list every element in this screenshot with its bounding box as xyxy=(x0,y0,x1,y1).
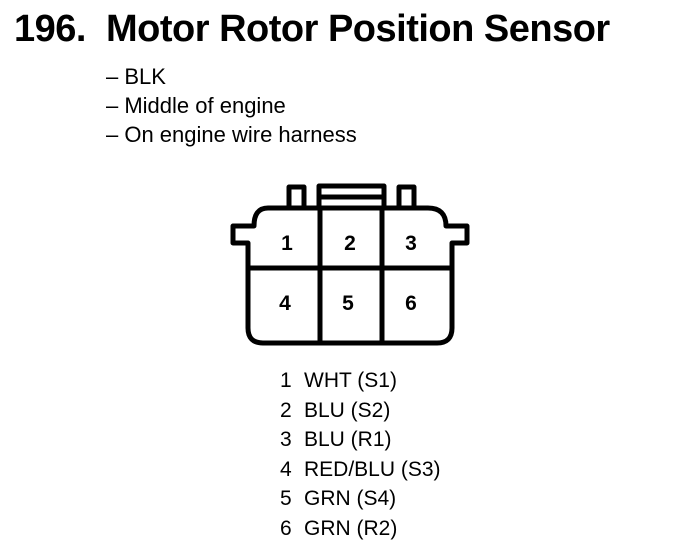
pin-number: 4 xyxy=(280,457,292,481)
pinout-row: 3 BLU (R1) xyxy=(280,425,441,455)
title-text: Motor Rotor Position Sensor xyxy=(106,8,610,50)
terminal-4: 4 xyxy=(279,292,291,315)
pin-number: 5 xyxy=(280,487,292,510)
pinout-row: 2 BLU (S2) xyxy=(280,396,441,426)
note-location: – Middle of engine xyxy=(106,93,286,118)
pin-wire: GRN (S4) xyxy=(304,487,397,510)
note-harness: – On engine wire harness xyxy=(106,122,357,147)
terminal-2: 2 xyxy=(344,232,356,255)
pinout-row: 6 GRN (R2) xyxy=(280,514,441,544)
connector-notes: – BLK – Middle of engine – On engine wir… xyxy=(106,62,357,149)
connector-key-right xyxy=(396,184,417,208)
pin-number: 3 xyxy=(280,428,292,451)
title-number: 196. xyxy=(14,8,86,50)
pinout-row: 5 GRN (S4) xyxy=(280,484,441,514)
pin-number: 6 xyxy=(280,516,292,540)
page-title: 196. Motor Rotor Position Sensor xyxy=(14,8,610,51)
connector-housing-outline xyxy=(230,205,470,346)
pin-wire: BLU (R1) xyxy=(304,428,392,451)
terminal-1: 1 xyxy=(281,232,293,255)
pin-number: 1 xyxy=(280,369,292,392)
terminal-5: 5 xyxy=(342,292,354,315)
pinout-row: 1 WHT (S1) xyxy=(280,366,441,396)
pin-wire: WHT (S1) xyxy=(304,369,397,392)
terminal-3: 3 xyxy=(405,232,417,255)
note-color: – BLK xyxy=(106,64,166,89)
terminal-6: 6 xyxy=(405,292,417,315)
pin-number: 2 xyxy=(280,398,292,422)
pin-wire: BLU (S2) xyxy=(304,398,391,422)
pin-wire: RED/BLU (S3) xyxy=(304,457,441,481)
pinout-row: 4 RED/BLU (S3) xyxy=(280,455,441,485)
pin-wire: GRN (R2) xyxy=(304,516,398,540)
pinout-list: 1 WHT (S1) 2 BLU (S2) 3 BLU (R1) 4 RED/BLU (… xyxy=(280,366,441,543)
connector-key-left xyxy=(286,184,307,208)
